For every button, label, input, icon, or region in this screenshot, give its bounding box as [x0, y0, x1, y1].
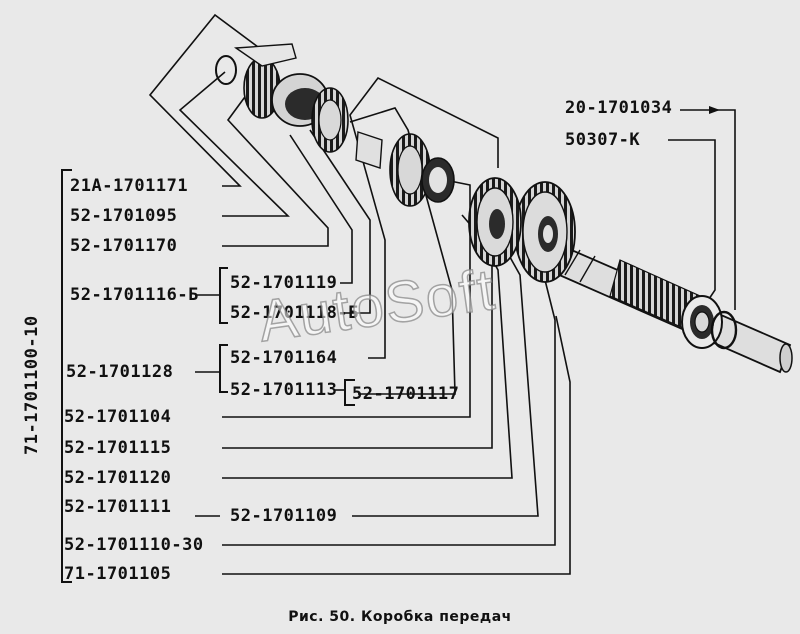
part-number-label: 52-1701110-30 [64, 535, 204, 555]
brackets [61, 169, 355, 583]
part-number-label: 52-1701170 [70, 236, 178, 256]
part-number-label: 21А-1701171 [70, 176, 189, 196]
part-number-label: 20-1701034 [565, 98, 673, 118]
part-number-label: 52-1701119 [230, 273, 338, 293]
synchronizer-hub-and-gear [355, 131, 455, 207]
part-number-label: 52-1701115 [64, 438, 172, 458]
part-number-label: 52-1701164 [230, 348, 338, 368]
part-number-label: 52-1701116-Б [70, 285, 199, 305]
part-number-label: 52-1701109 [230, 506, 338, 526]
part-number-label: 52-1701111 [64, 497, 172, 517]
part-number-label: 52-1701118-Б [230, 303, 359, 323]
bracket-connectors [195, 294, 345, 517]
front-assembly-gears [215, 43, 349, 153]
arrow-head [709, 106, 720, 114]
part-number-label: 71-1701105 [64, 564, 172, 584]
part-number-label: 52-1701120 [64, 468, 172, 488]
assembly-number: 71-1701100-10 [22, 315, 42, 455]
part-number-label: 50307-К [565, 130, 641, 150]
part-number-label: 52-1701128 [66, 362, 174, 382]
part-number-label: 52-1701095 [70, 206, 178, 226]
part-number-label: 52-1701113 [230, 380, 338, 400]
bearing-and-rings [681, 295, 738, 350]
part-number-label: 52-1701104 [64, 407, 172, 427]
part-number-label: 52-1701117 [352, 384, 460, 404]
figure-caption: Рис. 50. Коробка передач [288, 609, 512, 625]
main-shaft [546, 243, 793, 374]
medium-gear-center [468, 177, 522, 267]
large-gear-right [514, 181, 576, 283]
